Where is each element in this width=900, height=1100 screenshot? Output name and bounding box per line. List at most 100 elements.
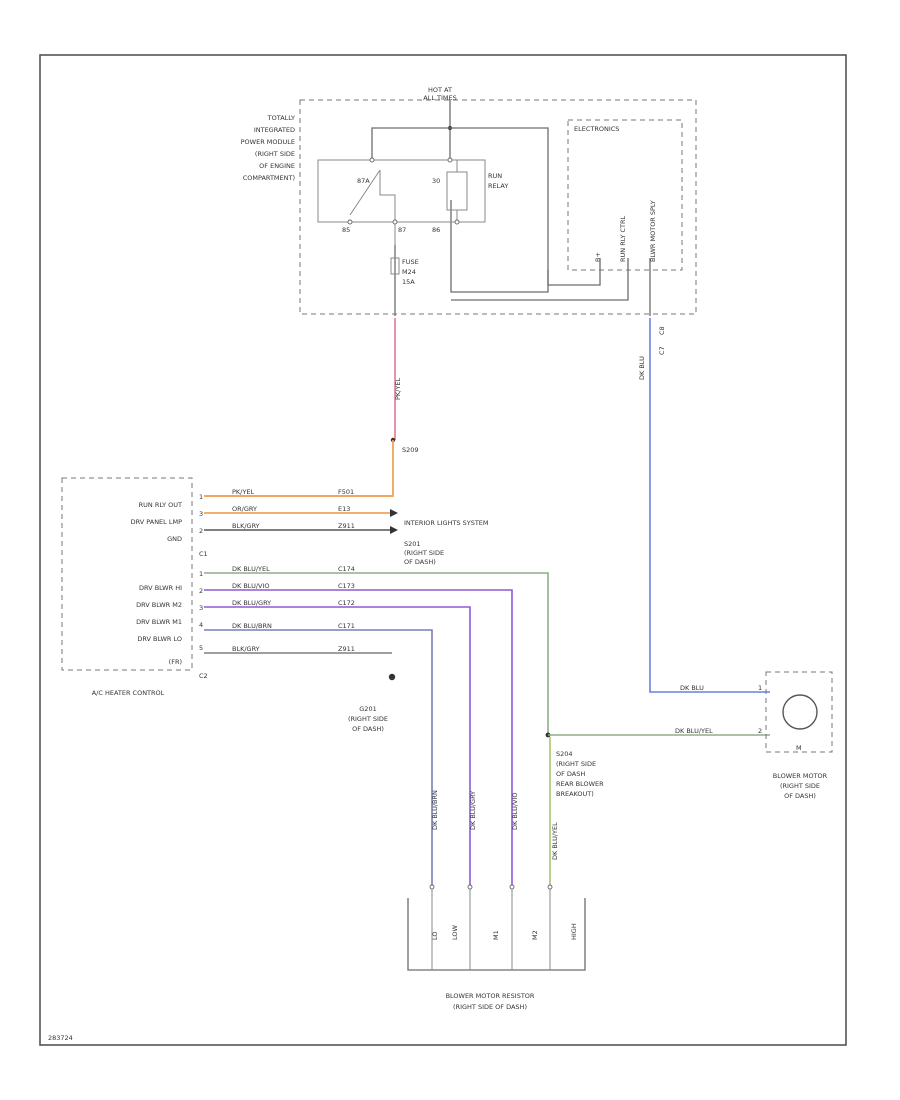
splice-s204-label-4: REAR BLOWER (556, 780, 604, 788)
power-module-label-6: COMPARTMENT) (243, 174, 295, 182)
blower-motor-label-2: (RIGHT SIDE (780, 782, 820, 790)
wire-blwr-hi (204, 572, 549, 735)
diagram-frame (39, 54, 847, 1046)
splice-s204-label-2: (RIGHT SIDE (556, 760, 596, 768)
resistor-label-2: (RIGHT SIDE OF DASH) (453, 1003, 527, 1011)
ground-g201-label-2: (RIGHT SIDE (348, 715, 388, 723)
wire-label-8: BLK/GRY (232, 645, 260, 653)
wire-label-1: OR/GRY (232, 505, 257, 513)
hvac-pin-num-8: 5 (199, 644, 203, 652)
power-module-boundary (299, 99, 697, 315)
circuit-label-8: Z911 (338, 645, 355, 653)
arrow-interior-lights-1 (390, 509, 398, 517)
resistor-pin-m1: M1 (492, 930, 500, 940)
circuit-label-1: E13 (338, 505, 350, 513)
hvac-pin-label-5: DRV BLWR M2 (136, 601, 182, 609)
vlabel-dk-blu-gry: DK BLU/GRY (469, 791, 477, 830)
conn-c7: C7 (658, 346, 666, 355)
blower-motor-pin-2: 2 (758, 727, 762, 735)
vlabel-dk-blu-brn: DK BLU/BRN (431, 790, 439, 830)
hvac-control-boundary (61, 477, 193, 671)
wire-label-4: DK BLU/YEL (232, 565, 270, 573)
blower-motor-label-3: OF DASH) (784, 792, 816, 800)
hvac-pin-label-7: DRV BLWR LO (137, 635, 182, 643)
relay-label-2: RELAY (488, 182, 508, 190)
splice-s204-label-5: BREAKOUT) (556, 790, 594, 798)
hvac-pin-label-0: RUN RLY OUT (139, 501, 182, 509)
hot-at-label: HOT AT (428, 86, 452, 94)
power-module-label-4: (RIGHT SIDE (255, 150, 295, 158)
wire-blwr-lo (204, 629, 433, 887)
wire-label-7: DK BLU/BRN (232, 622, 272, 630)
hvac-pin-num-5: 2 (199, 587, 203, 595)
circuit-label-0: F501 (338, 488, 354, 496)
splice-s209-label: S209 (402, 446, 419, 454)
relay-coil (446, 171, 468, 211)
relay-pin-87a: 87A (357, 177, 370, 185)
relay-label-1: RUN (488, 172, 502, 180)
ground-g201 (388, 673, 396, 681)
hvac-pin-label-2: GND (167, 535, 182, 543)
hvac-control: A/C HEATER CONTROL RUN RLY OUT DRV PANEL… (61, 477, 549, 887)
power-module-label-1: TOTALLY (267, 114, 295, 122)
relay-pin-30: 30 (432, 177, 440, 185)
wire-label-2: BLK/GRY (232, 522, 260, 530)
blower-motor-m: M (796, 744, 802, 752)
hvac-control-name: A/C HEATER CONTROL (92, 689, 165, 697)
circuit-label-7: C171 (338, 622, 355, 630)
hvac-conn-c1: C1 (199, 550, 208, 558)
resistor-label-1: BLOWER MOTOR RESISTOR (446, 992, 535, 1000)
splice-s201-label-2: (RIGHT SIDE (404, 549, 444, 557)
blower-motor-symbol (782, 694, 818, 730)
elec-pin-1: RUN RLY CTRL (619, 215, 627, 262)
diagram-code: 283724 (48, 1034, 73, 1042)
splice-s204-label-3: OF DASH (556, 770, 585, 778)
wire-blwr-m2 (204, 589, 513, 887)
circuit-label-5: C173 (338, 582, 355, 590)
splice-s201-label-1: S201 (404, 540, 421, 548)
hvac-pin-num-4: 1 (199, 570, 203, 578)
wire-label-6: DK BLU/GRY (232, 599, 271, 607)
blower-wire-top-label: DK BLU (680, 684, 704, 692)
vlabel-dk-blu: DK BLU (638, 356, 646, 380)
relay-pin-87: 87 (398, 226, 406, 234)
resistor-pin-m2: M2 (531, 930, 539, 940)
circuit-label-2: Z911 (338, 522, 355, 530)
hvac-pin-label-1: DRV PANEL LMP (131, 518, 183, 526)
power-module-label-3: POWER MODULE (241, 138, 295, 146)
vlabel-dk-blu-vio: DK BLU/VIO (511, 792, 519, 830)
resistor-pin-high: HIGH (570, 923, 578, 940)
resistor-pin-low: LOW (451, 924, 459, 940)
power-module: HOT AT ALL TIMES TOTALLY INTEGRATED POWE… (241, 86, 697, 355)
hvac-pin-label-6: DRV BLWR M1 (136, 618, 182, 626)
hvac-pin-num-1: 3 (199, 510, 203, 518)
resistor-bracket (407, 898, 586, 971)
blower-motor-label-1: BLOWER MOTOR (773, 772, 828, 780)
elec-pin-2: BLWR MOTOR SPLY (649, 200, 657, 262)
arrow-interior-lights-2 (390, 526, 398, 534)
hvac-pin-label-8: (FR) (169, 658, 182, 666)
hot-at-label-2: ALL TIMES (423, 94, 456, 102)
wire-dk-blu (649, 318, 770, 693)
fuse-label-1: FUSE (402, 258, 419, 266)
hvac-pin-label-4: DRV BLWR HI (139, 584, 182, 592)
resistor-pin-lo: LO (431, 931, 439, 940)
blower-motor: M 1 2 DK BLU DK BLU/YEL BLOWER MOTOR (RI… (675, 671, 833, 800)
fuse-symbol (390, 257, 400, 275)
blower-motor-boundary (765, 671, 833, 753)
conn-c8: C8 (658, 326, 666, 335)
splice-s201-label-3: OF DASH) (404, 558, 436, 566)
splice-s204-label-1: S204 (556, 750, 573, 758)
hvac-pin-num-0: 1 (199, 493, 203, 501)
circuit-label-4: C174 (338, 565, 355, 573)
vlabel-pk-yel: PK/YEL (394, 378, 402, 400)
wire-label-5: DK BLU/VIO (232, 582, 270, 590)
hvac-conn-c2: C2 (199, 672, 208, 680)
ground-g201-label-3: OF DASH) (352, 725, 384, 733)
blower-wire-bottom-label: DK BLU/YEL (675, 727, 713, 735)
hvac-pin-num-7: 4 (199, 621, 203, 629)
relay-switch-arm (349, 169, 381, 216)
blower-motor-pin-1: 1 (758, 684, 762, 692)
electronics-box (567, 119, 683, 271)
